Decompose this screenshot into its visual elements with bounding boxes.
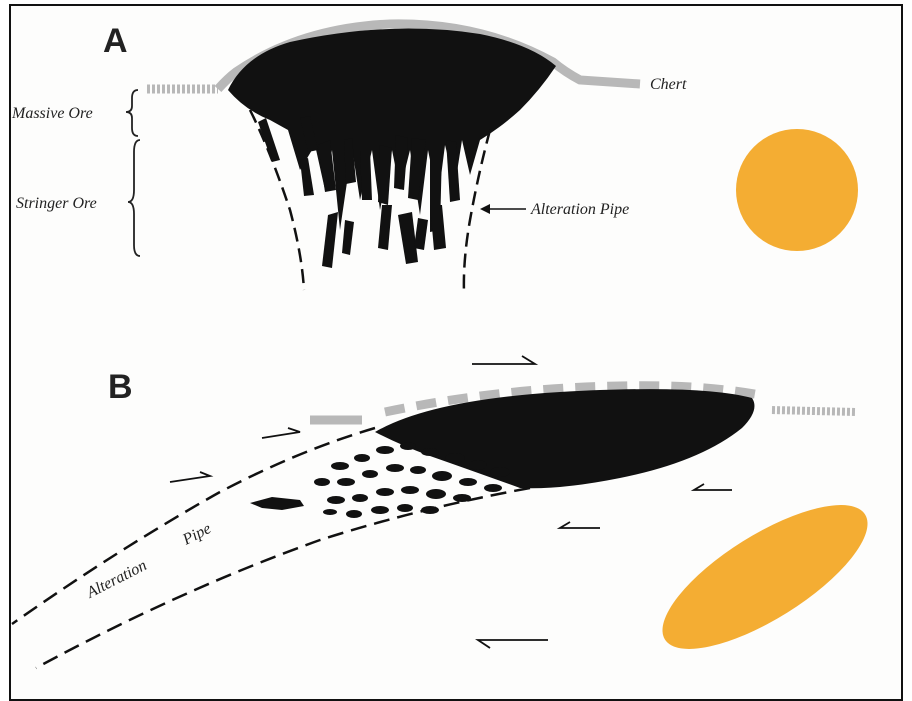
alteration-pipe-b-label-1: Alteration [83,557,149,602]
alteration-pipe-b-label-2: Pipe [179,520,214,549]
panel-a-letter: A [103,22,128,60]
chert-label: Chert [650,76,687,93]
stringer-ore-label: Stringer Ore [16,195,97,212]
brace-stringer-ore [128,140,140,256]
orange-circle-marker [736,129,858,251]
brace-massive-ore [126,90,138,136]
massive-ore-body-a [228,29,556,230]
massive-ore-label: Massive Ore [11,105,93,122]
panel-b-letter: B [108,368,133,406]
orange-ellipse-marker [643,479,888,675]
alteration-pipe-a-label: Alteration Pipe [530,201,629,218]
alteration-pipe-a-arrow [480,204,526,214]
alteration-pipe-b [12,428,530,668]
